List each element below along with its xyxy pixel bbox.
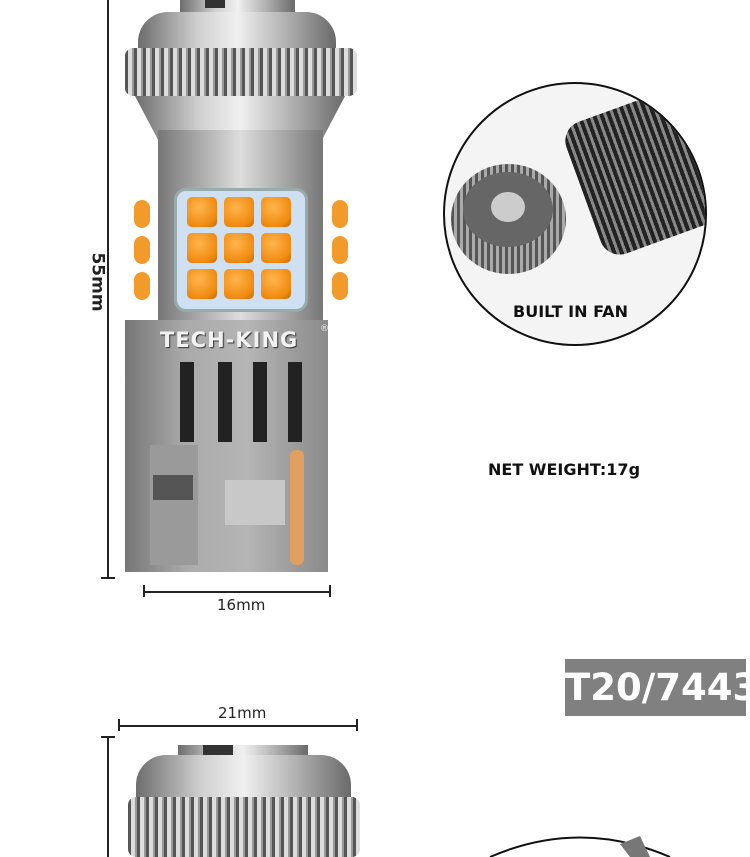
height-dimension-tick-2 (101, 736, 115, 738)
diameter-dimension-tick (118, 719, 120, 731)
diameter-dimension-label: 21mm (218, 704, 267, 722)
height-dimension-label: 55mm (87, 252, 108, 312)
model-badge: T20/7443 (565, 659, 750, 716)
width-dimension-line (143, 591, 331, 593)
brand-logo: TECH-KING (160, 328, 299, 352)
height-dimension-line (107, 0, 109, 579)
width-dimension-tick (143, 585, 145, 597)
height-dimension-tick (101, 577, 115, 579)
led-panel (174, 188, 308, 312)
diameter-dimension-line (118, 725, 358, 727)
width-dimension-label: 16mm (217, 596, 266, 614)
bulb-front-view: TECH-KING ® (120, 0, 365, 575)
fan-detail-circle-2 (489, 836, 671, 857)
bulb-side-view (128, 745, 360, 857)
fan-caption: BUILT IN FAN (513, 302, 628, 321)
diameter-dimension-tick (356, 719, 358, 731)
registered-mark: ® (320, 324, 329, 334)
width-dimension-tick (329, 585, 331, 597)
bulb-base: TECH-KING ® (125, 320, 329, 572)
net-weight: NET WEIGHT:17g (488, 460, 641, 479)
height-dimension-line-2 (107, 736, 109, 857)
fan-detail-circle: BUILT IN FAN (443, 82, 707, 346)
fan-housing-image (451, 164, 566, 274)
heatsink-ridges (125, 48, 357, 96)
fan-cap-image (559, 87, 705, 261)
